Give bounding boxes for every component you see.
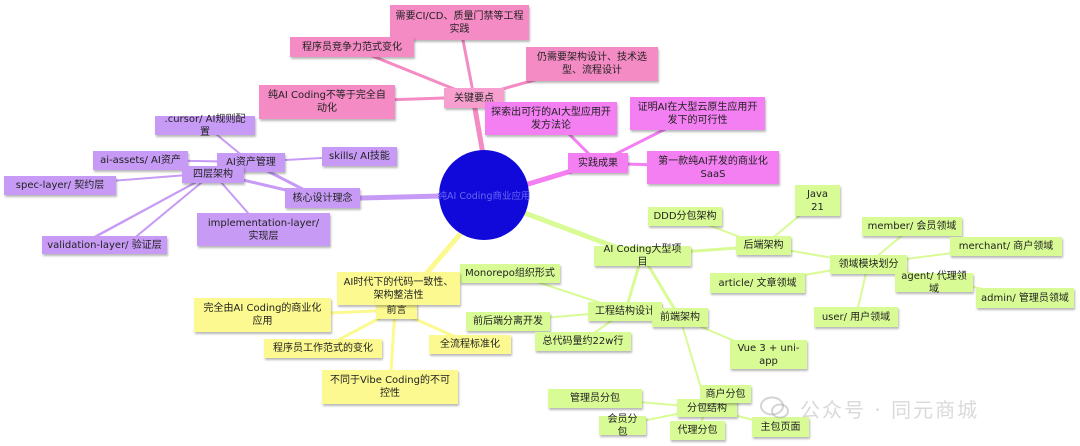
domain-merchant[interactable]: merchant/ 商户领域	[950, 237, 1062, 256]
backend-ddd[interactable]: DDD分包架构	[648, 207, 722, 226]
preface-standardization[interactable]: 全流程标准化	[429, 335, 511, 354]
backend-java[interactable]: Java 21	[795, 185, 840, 216]
watermark-text: 公众号 · 同元商城	[800, 397, 980, 422]
package-structure[interactable]: 分包结构	[677, 399, 737, 417]
domain-article[interactable]: article/ 文章领域	[710, 273, 805, 293]
asset-skills[interactable]: skills/ AI技能	[322, 147, 397, 166]
engineering-structure[interactable]: 工程结构设计	[588, 302, 662, 321]
center-node[interactable]: 纯AI Coding商业应用	[438, 150, 531, 240]
preface-consistency[interactable]: AI时代下的代码一致性、架构整洁性	[337, 272, 460, 305]
asset-ai-assets[interactable]: ai-assets/ AI资产	[93, 151, 188, 170]
frontend-architecture[interactable]: 前端架构	[652, 308, 708, 327]
link-keypoints-ci	[460, 33, 476, 99]
domain-user[interactable]: user/ 用户领域	[814, 307, 898, 327]
link-layers-valid2	[74, 172, 214, 249]
four-layer-architecture[interactable]: 四层架构	[182, 166, 244, 183]
domain-admin[interactable]: admin/ 管理员领域	[976, 288, 1074, 308]
backend-architecture[interactable]: 后端架构	[736, 236, 791, 255]
watermark: 公众号 · 同元商城	[760, 390, 1050, 426]
achievement-feasibility[interactable]: 证明AI在大型云原生应用开发下的可行性	[630, 97, 765, 130]
structure-separation[interactable]: 前后端分离开发	[466, 312, 550, 331]
keypoint-cicd[interactable]: 需要CI/CD、质量门禁等工程实践	[390, 5, 529, 40]
keypoint-architecture[interactable]: 仍需要架构设计、技术选型、流程设计	[526, 47, 658, 81]
branch-preface[interactable]: 前言	[376, 301, 417, 319]
keypoint-not-automation[interactable]: 纯AI Coding不等于完全自动化	[259, 85, 395, 119]
branch-core-design[interactable]: 核心设计理念	[285, 188, 360, 208]
keypoint-competitiveness[interactable]: 程序员竞争力范式变化	[290, 37, 414, 57]
package-member[interactable]: 会员分包	[599, 414, 646, 438]
frontend-vue[interactable]: Vue 3 + uni-app	[730, 340, 807, 369]
branch-project[interactable]: AI Coding大型项目	[594, 244, 691, 268]
layer-spec[interactable]: spec-layer/ 契约层	[4, 176, 116, 195]
layer-validation[interactable]: validation-layer/ 验证层	[42, 236, 167, 254]
preface-commercial[interactable]: 完全由AI Coding的商业化应用	[194, 298, 331, 332]
package-agent[interactable]: 代理分包	[670, 421, 725, 440]
preface-paradigm[interactable]: 程序员工作范式的变化	[264, 339, 382, 358]
structure-loc[interactable]: 总代码量约22w行	[535, 332, 631, 351]
domain-member[interactable]: member/ 会员领域	[862, 217, 962, 236]
achievement-methodology[interactable]: 探索出可行的AI大型应用开发方法论	[485, 102, 617, 135]
branch-achievements[interactable]: 实践成果	[568, 153, 628, 173]
preface-vibe-coding[interactable]: 不同于Vibe Coding的不可控性	[322, 370, 458, 404]
layer-implementation[interactable]: implementation-layer/ 实现层	[197, 213, 330, 246]
package-admin[interactable]: 管理员分包	[548, 389, 642, 408]
package-merchant[interactable]: 商户分包	[700, 385, 751, 403]
chat-bubble-icon	[760, 396, 789, 419]
package-main[interactable]: 主包页面	[752, 417, 809, 437]
domain-modules[interactable]: 领域模块划分	[830, 255, 907, 274]
achievement-saas[interactable]: 第一款纯AI开发的商业化SaaS	[647, 151, 779, 184]
structure-monorepo[interactable]: Monorepo组织形式	[460, 264, 560, 283]
asset-cursor-rules[interactable]: .cursor/ AI规则配置	[155, 114, 255, 138]
domain-agent[interactable]: agent/ 代理领域	[895, 271, 973, 295]
